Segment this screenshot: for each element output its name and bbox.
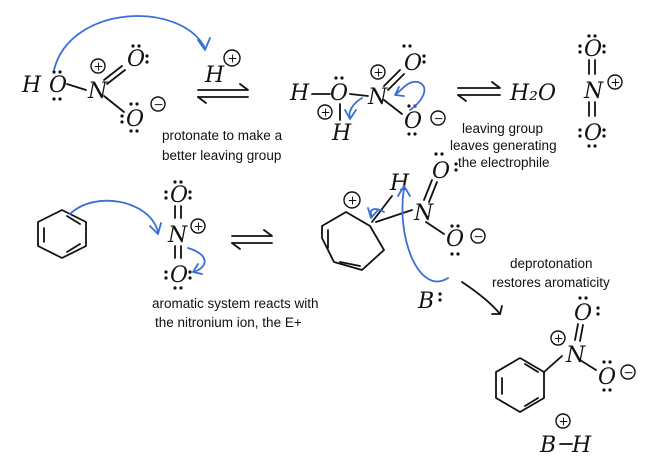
atom-h: H bbox=[331, 121, 352, 146]
atom-o: O bbox=[170, 263, 188, 288]
equilibrium-arrow-2 bbox=[457, 81, 501, 102]
curved-arrow-ch-bond bbox=[369, 208, 385, 217]
atom-o: O bbox=[126, 107, 144, 132]
proton: H + bbox=[204, 49, 241, 88]
base-b: B bbox=[539, 433, 556, 458]
curved-arrow-to-oxygen bbox=[187, 247, 206, 273]
minus-charge: − bbox=[150, 96, 166, 112]
plus-charge: + bbox=[607, 74, 623, 90]
equilibrium-arrow-3 bbox=[231, 229, 273, 250]
minus-charge: − bbox=[620, 364, 636, 380]
atom-h: H bbox=[389, 171, 410, 196]
curved-arrow-leaving bbox=[348, 97, 363, 119]
plus-charge: + bbox=[555, 413, 571, 429]
atom-o: O bbox=[330, 81, 348, 106]
svg-text:−: − bbox=[434, 112, 444, 126]
plus-charge: + bbox=[223, 49, 241, 67]
nitrobenzene-product: + N O O − bbox=[495, 296, 636, 413]
atom-n: N bbox=[565, 343, 586, 368]
atom-o: O bbox=[584, 37, 602, 62]
curved-arrow-pi bbox=[395, 80, 426, 111]
atom-n: N bbox=[87, 79, 108, 104]
atom-o: O bbox=[584, 121, 602, 146]
atom-o: O bbox=[446, 227, 464, 252]
atom-o: O bbox=[127, 47, 145, 72]
atom-o: O bbox=[598, 365, 616, 390]
atom-n: N bbox=[367, 85, 388, 110]
water-molecule: H₂O bbox=[509, 81, 556, 106]
curved-arrow-pi-attack bbox=[69, 199, 159, 233]
svg-text:+: + bbox=[374, 66, 384, 80]
equilibrium-arrow-1 bbox=[197, 83, 249, 104]
annotation-deprotonation: deprotonation bbox=[510, 256, 593, 271]
annotation-deprotonation: restores aromaticity bbox=[492, 275, 610, 290]
annotation-aromatic-attack: the nitronium ion, the E+ bbox=[155, 315, 302, 330]
annotation-leaving-group: leaves generating bbox=[450, 138, 557, 153]
annotation-protonate: protonate to make a bbox=[162, 128, 283, 143]
atom-h: H bbox=[289, 81, 310, 106]
atom-n: N bbox=[583, 79, 604, 104]
nitronium-ion-electrophile: O N + O bbox=[164, 180, 206, 290]
sigma-complex: + H N O O − bbox=[321, 152, 486, 271]
plus-charge: + bbox=[190, 218, 206, 234]
nitric-acid: H O N + O O − bbox=[21, 44, 166, 133]
atom-h: H bbox=[571, 433, 592, 458]
plus-charge: + bbox=[317, 104, 333, 120]
plus-charge: + bbox=[370, 64, 386, 80]
curved-arrow-protonation bbox=[53, 15, 206, 71]
plus-charge: + bbox=[343, 191, 361, 209]
protonated-nitric-acid: H O + H N + O O − bbox=[289, 44, 446, 146]
atom-o: O bbox=[574, 301, 592, 326]
plus-charge: + bbox=[550, 330, 566, 346]
base-b: B bbox=[417, 289, 434, 314]
minus-charge: − bbox=[430, 110, 446, 126]
plus-charge: + bbox=[90, 58, 106, 74]
svg-text:+: + bbox=[559, 415, 569, 429]
annotation-leaving-group: the electrophile bbox=[458, 155, 550, 170]
atom-o: O bbox=[170, 183, 188, 208]
atom-h: H bbox=[204, 63, 225, 88]
svg-text:−: − bbox=[474, 230, 484, 244]
annotation-protonate: better leaving group bbox=[162, 148, 281, 163]
atom-o: O bbox=[49, 73, 67, 98]
annotation-aromatic-attack: aromatic system reacts with bbox=[152, 296, 319, 311]
atom-n: N bbox=[167, 223, 188, 248]
atom-n: N bbox=[413, 201, 434, 226]
svg-text:+: + bbox=[554, 332, 564, 346]
curved-arrow-base bbox=[401, 187, 449, 283]
atom-o: O bbox=[432, 159, 450, 184]
svg-text:+: + bbox=[348, 194, 358, 208]
atom-o: O bbox=[404, 109, 422, 134]
atom-h: H bbox=[21, 73, 42, 98]
svg-text:+: + bbox=[194, 220, 204, 234]
nitronium-ion: O N + O bbox=[578, 34, 623, 148]
svg-text:+: + bbox=[94, 60, 104, 74]
annotation-leaving-group: leaving group bbox=[462, 121, 543, 136]
svg-text:+: + bbox=[321, 106, 331, 120]
benzene-ring bbox=[37, 209, 87, 259]
svg-text:−: − bbox=[624, 366, 634, 380]
minus-charge: − bbox=[470, 228, 486, 244]
svg-text:−: − bbox=[154, 98, 164, 112]
svg-text:+: + bbox=[228, 52, 238, 66]
protonated-base: + B H bbox=[539, 413, 592, 458]
atom-o: O bbox=[404, 51, 422, 76]
svg-text:+: + bbox=[611, 76, 621, 90]
